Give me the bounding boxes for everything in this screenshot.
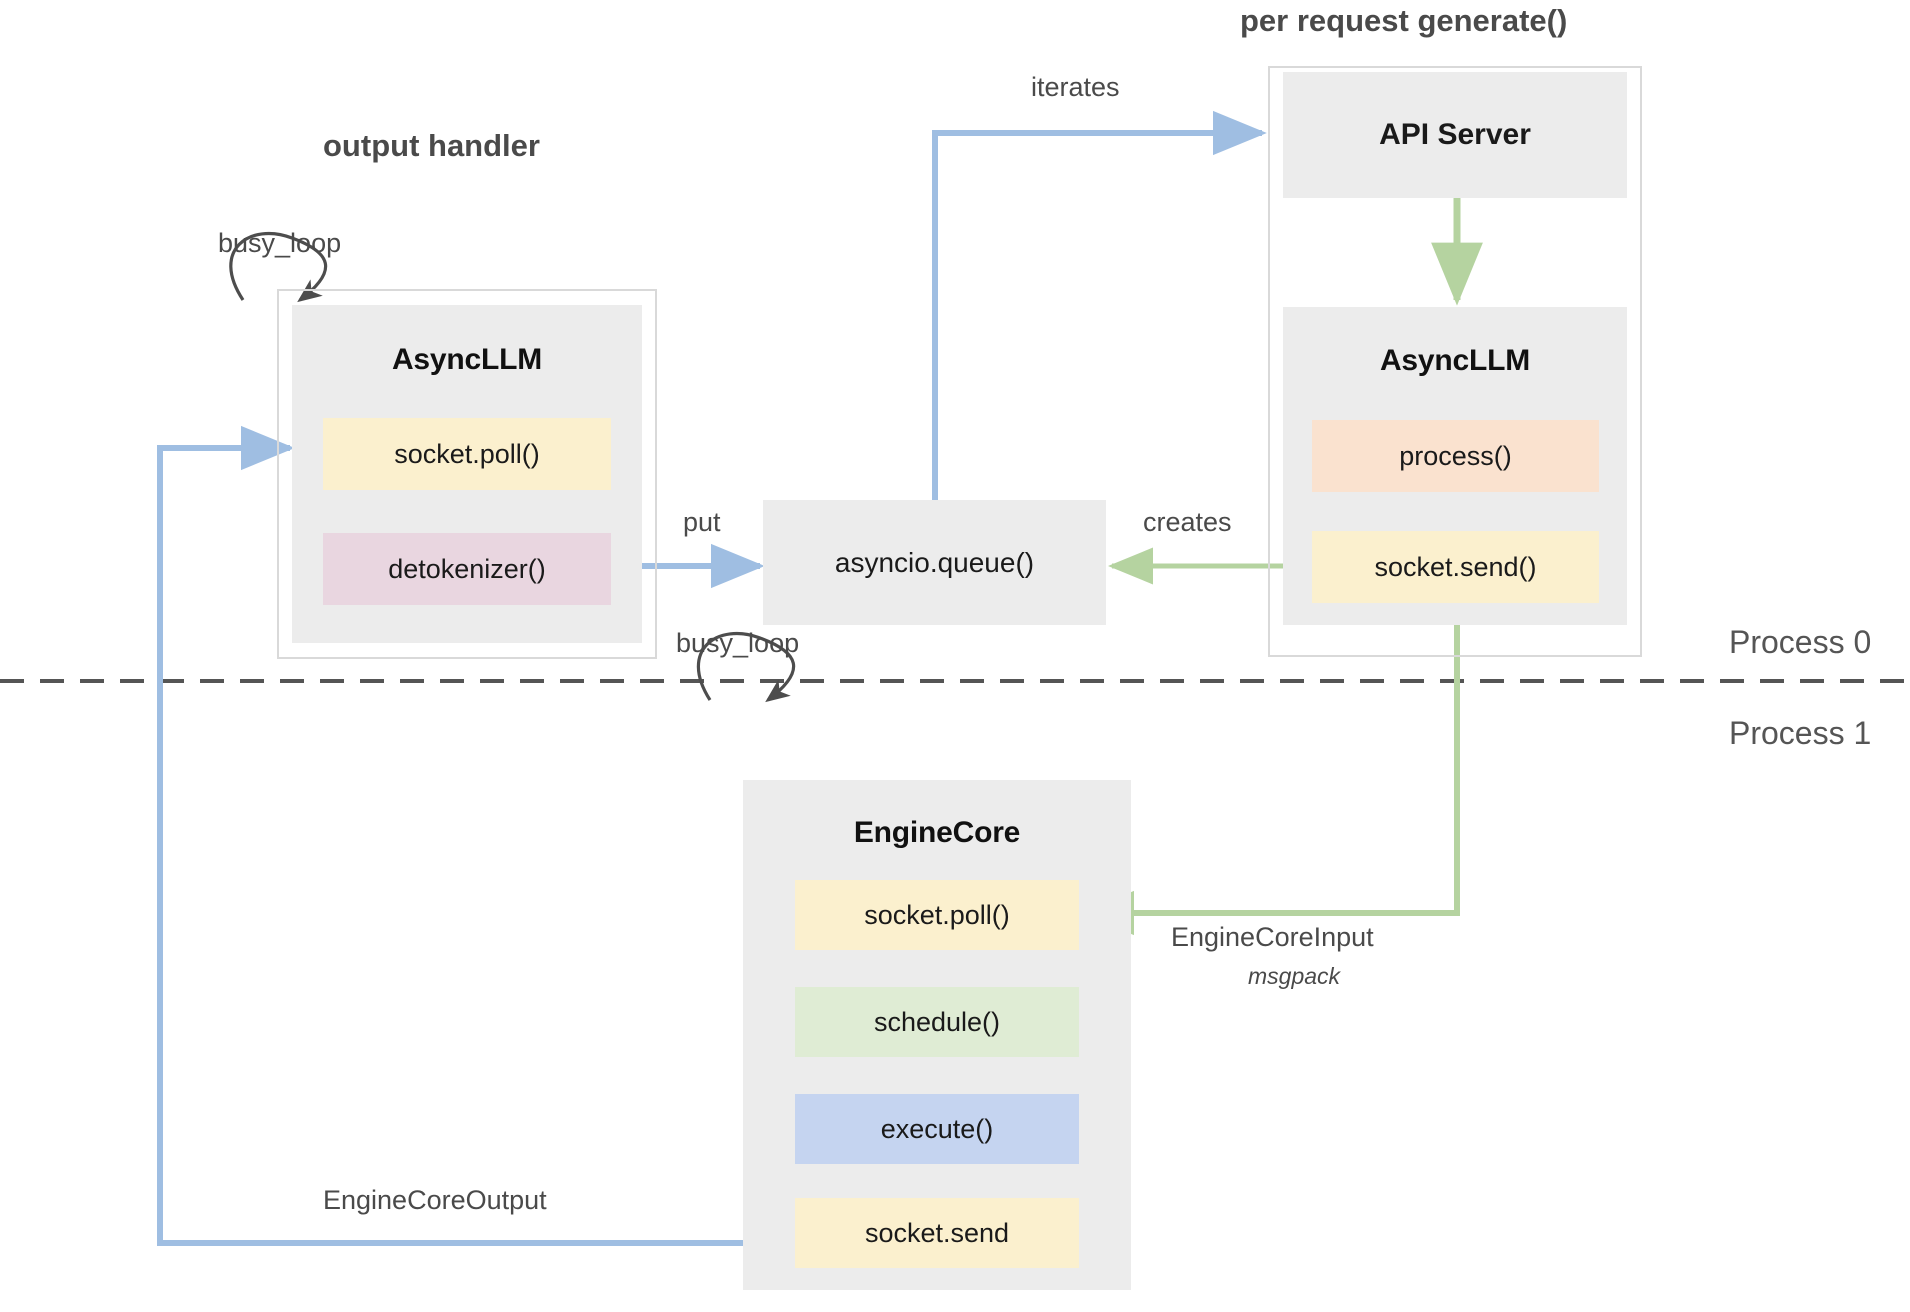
async-llm-right-group: AsyncLLM process() socket.send() xyxy=(1283,307,1627,625)
label-busy-loop-bottom: busy_loop xyxy=(676,628,800,658)
engine-core-group: EngineCore socket.poll() schedule() exec… xyxy=(743,780,1131,1290)
async-llm-left-frame xyxy=(277,289,657,659)
per-request-frame xyxy=(1268,66,1642,657)
fn-socket-send-engine[interactable]: socket.send xyxy=(795,1198,1079,1268)
engine-core-input-arrow xyxy=(1080,600,1460,936)
label-process-1: Process 1 xyxy=(1729,715,1872,751)
label-busy-loop-left: busy_loop xyxy=(218,228,342,258)
fn-execute[interactable]: execute() xyxy=(795,1094,1079,1164)
api-server-box: API Server xyxy=(1283,72,1627,198)
async-llm-right-title: AsyncLLM xyxy=(1379,344,1531,377)
label-creates: creates xyxy=(1143,507,1232,537)
fn-process[interactable]: process() xyxy=(1312,420,1599,492)
engine-core-output-arrow xyxy=(157,425,790,1246)
fn-socket-poll-engine[interactable]: socket.poll() xyxy=(795,880,1079,950)
fn-socket-poll-left[interactable]: socket.poll() xyxy=(323,418,611,490)
label-put: put xyxy=(683,507,721,537)
heading-per-request-generate: per request generate() xyxy=(1240,3,1568,38)
async-llm-left-title: AsyncLLM xyxy=(391,343,543,376)
fn-schedule[interactable]: schedule() xyxy=(795,987,1079,1057)
busy-loop-bottom-arrow xyxy=(696,632,796,703)
fn-detokenizer[interactable]: detokenizer() xyxy=(323,533,611,605)
async-llm-left-group: AsyncLLM socket.poll() detokenizer() xyxy=(292,305,642,643)
engine-core-title: EngineCore xyxy=(853,816,1021,849)
asyncio-queue-box[interactable]: asyncio.queue() xyxy=(763,500,1106,625)
label-engine-core-input-sub: msgpack xyxy=(1248,963,1341,989)
label-engine-core-input: EngineCoreInput xyxy=(1171,922,1374,952)
label-process-0: Process 0 xyxy=(1729,624,1872,660)
label-iterates: iterates xyxy=(1031,72,1120,102)
fn-socket-send-right[interactable]: socket.send() xyxy=(1312,531,1599,603)
api-server-title: API Server xyxy=(1379,118,1531,151)
heading-output-handler: output handler xyxy=(323,128,540,163)
iterates-arrow xyxy=(932,110,1267,500)
label-engine-core-output: EngineCoreOutput xyxy=(323,1185,547,1215)
busy-loop-left-arrow xyxy=(229,232,328,303)
